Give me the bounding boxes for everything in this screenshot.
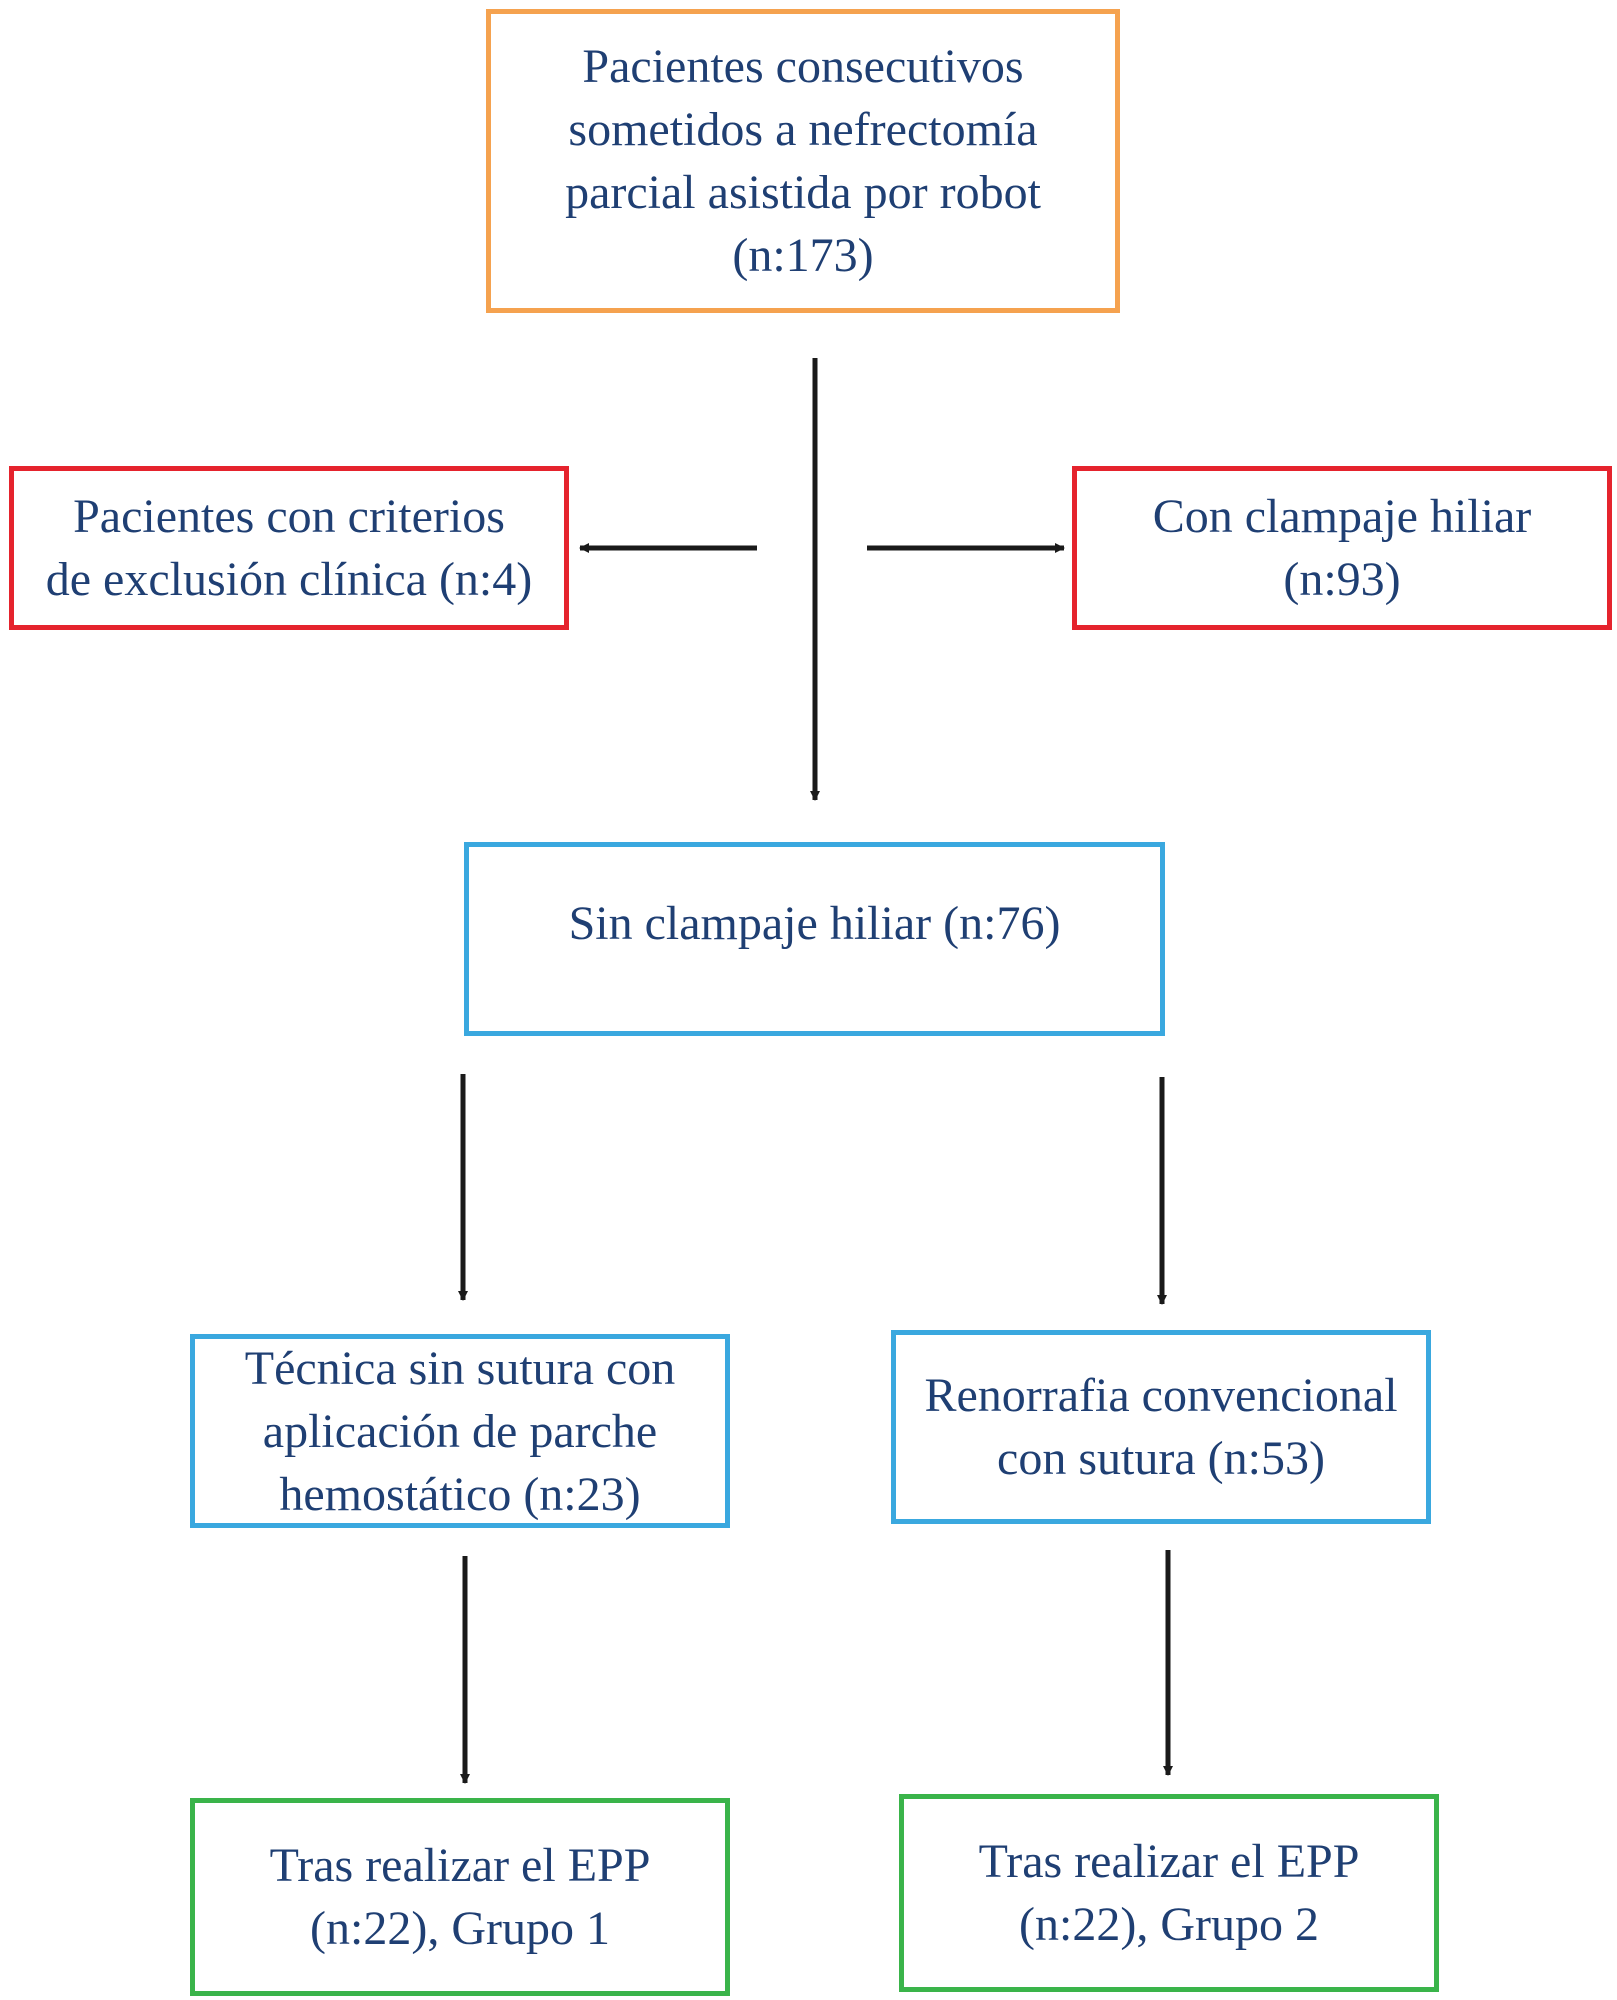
without-clamping-box: Sin clampaje hiliar (n:76) [464,842,1165,1036]
group-2-box-line-1: Tras realizar el EPP [978,1835,1360,1888]
renorrhaphy-box-line-1: Renorrafia convencional [924,1369,1398,1422]
start-box: Pacientes consecutivos sometidos a nefre… [486,9,1120,313]
with-clamping-box: Con clampaje hiliar (n:93) [1072,466,1612,630]
start-box-line-1: Pacientes consecutivos [582,40,1024,93]
exclusion-box-line-1: Pacientes con criterios [73,490,505,543]
sutureless-box-line-3: hemostático (n:23) [279,1467,641,1521]
with-clamping-box-line-1: Con clampaje hiliar [1152,490,1532,543]
renorrhaphy-box: Renorrafia convencional con sutura (n:53… [891,1330,1431,1524]
without-clamping-box-line-1: Sin clampaje hiliar (n:76) [568,897,1061,950]
renorrhaphy-box-line-2: con sutura (n:53) [997,1432,1325,1485]
sutureless-technique-box: Técnica sin sutura con aplicación de par… [190,1334,730,1528]
exclusion-box-line-2: de exclusión clínica (n:4) [45,553,533,606]
exclusion-box: Pacientes con criterios de exclusión clí… [9,466,569,630]
start-box-line-3: parcial asistida por robot [565,166,1041,219]
with-clamping-box-line-2: (n:93) [1283,553,1401,606]
group-1-box: Tras realizar el EPP (n:22), Grupo 1 [190,1798,730,1996]
group-1-box-line-1: Tras realizar el EPP [269,1839,651,1892]
group-2-box-line-2: (n:22), Grupo 2 [1019,1898,1319,1951]
sutureless-box-line-1: Técnica sin sutura con [244,1341,676,1395]
group-2-box: Tras realizar el EPP (n:22), Grupo 2 [899,1794,1439,1992]
group-1-box-line-2: (n:22), Grupo 1 [310,1902,610,1955]
sutureless-box-line-2: aplicación de parche [262,1404,658,1458]
start-box-line-4: (n:173) [732,229,874,282]
start-box-line-2: sometidos a nefrectomía [568,103,1038,156]
